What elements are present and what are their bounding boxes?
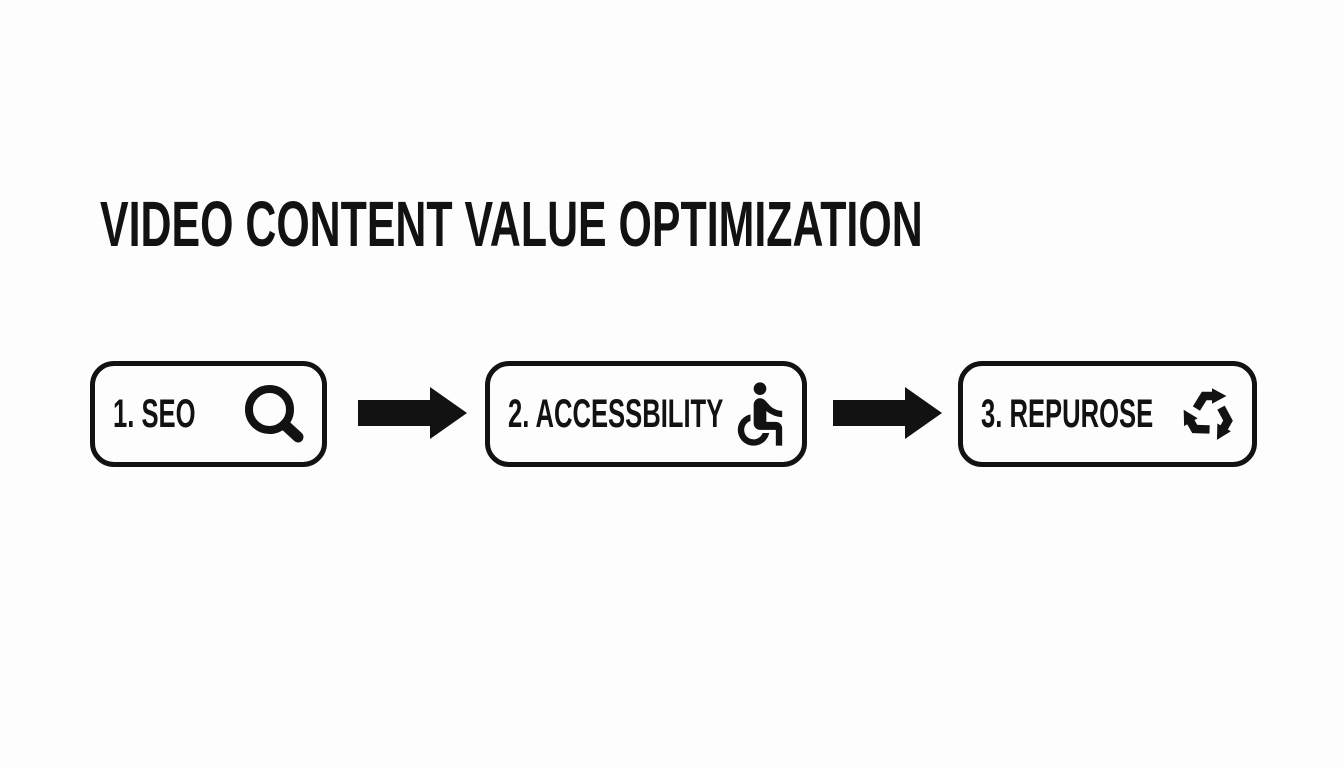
arrow-right-icon <box>833 387 942 439</box>
step-label-seo: 1. SEO <box>113 391 196 436</box>
arrow-right-icon <box>358 387 467 439</box>
search-icon <box>245 385 304 443</box>
page-title-text: VIDEO CONTENT VALUE OPTIMIZATION <box>100 188 923 260</box>
step-box-seo: 1. SEO <box>90 361 327 467</box>
step-label-wrap: 2. ACCESSBILITY <box>508 366 844 462</box>
step-label-wrap: 1. SEO <box>113 366 242 462</box>
recycle-icon <box>1179 388 1239 444</box>
step-box-accessibility: 2. ACCESSBILITY <box>485 361 807 467</box>
wheelchair-icon <box>737 382 783 446</box>
step-box-repurpose: 3. REPUROSE <box>958 361 1257 467</box>
step-label-repurpose: 3. REPUROSE <box>981 391 1154 436</box>
step-label-wrap: 3. REPUROSE <box>981 366 1250 462</box>
step-label-accessibility: 2. ACCESSBILITY <box>508 391 724 436</box>
page-title: VIDEO CONTENT VALUE OPTIMIZATION <box>100 192 1328 256</box>
